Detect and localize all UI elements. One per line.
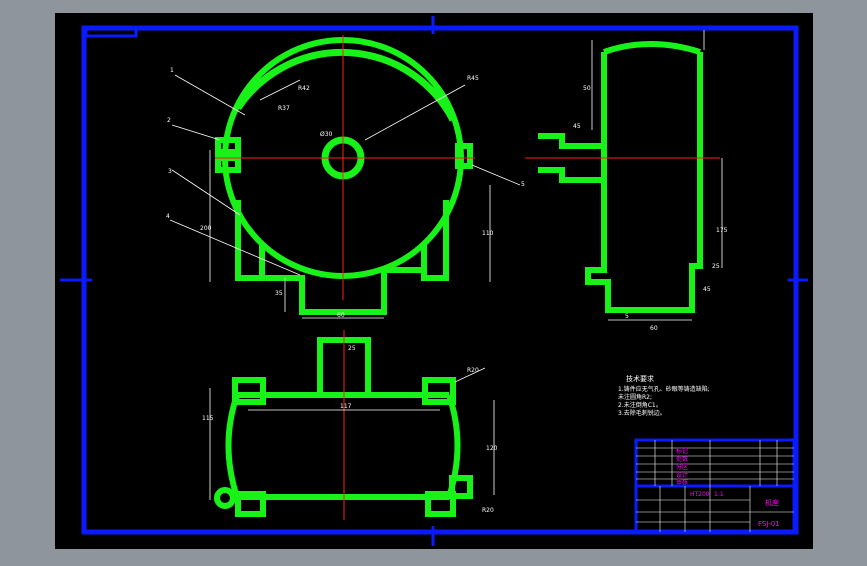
title-row-2: 分区 — [676, 463, 688, 471]
border-tag — [84, 26, 138, 38]
callout-5: 5 — [521, 181, 525, 188]
title-scale: 1:1 — [714, 491, 724, 498]
title-block: 1:1 机座 FSJ-01 HT200 标记 处数 分区 设计 审核 — [634, 438, 796, 534]
title-row-3: 设计 — [676, 471, 688, 479]
title-row-4: 审核 — [676, 478, 688, 486]
side-dim-height: 175 — [716, 227, 728, 234]
callout-3: 3 — [168, 168, 172, 175]
callout-1: 1 — [170, 67, 174, 74]
dim-top-left: R42 — [298, 85, 310, 92]
top-dim-corner: R20 — [467, 367, 479, 374]
tech-note-2: 未注圆角R2; — [618, 393, 652, 401]
side-dim-top: 50 — [583, 85, 591, 92]
dim-right-height: 110 — [482, 230, 494, 237]
top-dim-length: 117 — [340, 403, 352, 410]
tech-note-3: 2.未注倒角C1。 — [618, 401, 662, 409]
title-material: HT200 — [690, 491, 710, 498]
side-view: 50 45 175 45 5 60 25 — [525, 30, 728, 332]
dim-small: 35 — [275, 290, 283, 297]
side-dim-small-right: 25 — [712, 263, 720, 270]
dim-left-height: 200 — [200, 225, 212, 232]
tech-notes: 技术要求 1.铸件应无气孔、砂眼等铸造缺陷; 未注圆角R2; 2.未注倒角C1。… — [618, 374, 710, 417]
dim-base: 60 — [337, 312, 345, 319]
front-view: 1 2 3 4 5 R42 R37 R45 200 110 60 35 Ø30 — [166, 35, 525, 319]
side-dim-base-left: 5 — [625, 313, 629, 320]
top-dim-left-height: 115 — [202, 415, 214, 422]
title-row-0: 标记 — [676, 447, 688, 455]
title-row-1: 处数 — [676, 455, 688, 463]
tech-notes-title: 技术要求 — [626, 374, 654, 383]
centering-marks — [60, 16, 808, 546]
top-dim-neck: 25 — [348, 345, 356, 352]
dim-right-radius: R45 — [467, 75, 479, 82]
top-dim-bottom-corner: R20 — [482, 507, 494, 514]
top-view: 117 25 115 120 R20 R20 — [202, 330, 498, 520]
title-drawing-no: FSJ-01 — [758, 520, 780, 528]
top-dim-right-height: 120 — [486, 445, 498, 452]
side-dim-bottom: 45 — [703, 286, 711, 293]
side-dim-base-right: 60 — [650, 325, 658, 332]
dim-inner: R37 — [278, 105, 290, 112]
callout-2: 2 — [167, 117, 171, 124]
callout-4: 4 — [166, 213, 170, 220]
tech-note-1: 1.铸件应无气孔、砂眼等铸造缺陷; — [618, 385, 710, 393]
side-dim-mid: 45 — [573, 123, 581, 130]
title-part-name: 机座 — [765, 498, 779, 507]
dim-ring: Ø30 — [320, 131, 333, 138]
tech-note-4: 3.去除毛刺锐边。 — [618, 409, 666, 417]
